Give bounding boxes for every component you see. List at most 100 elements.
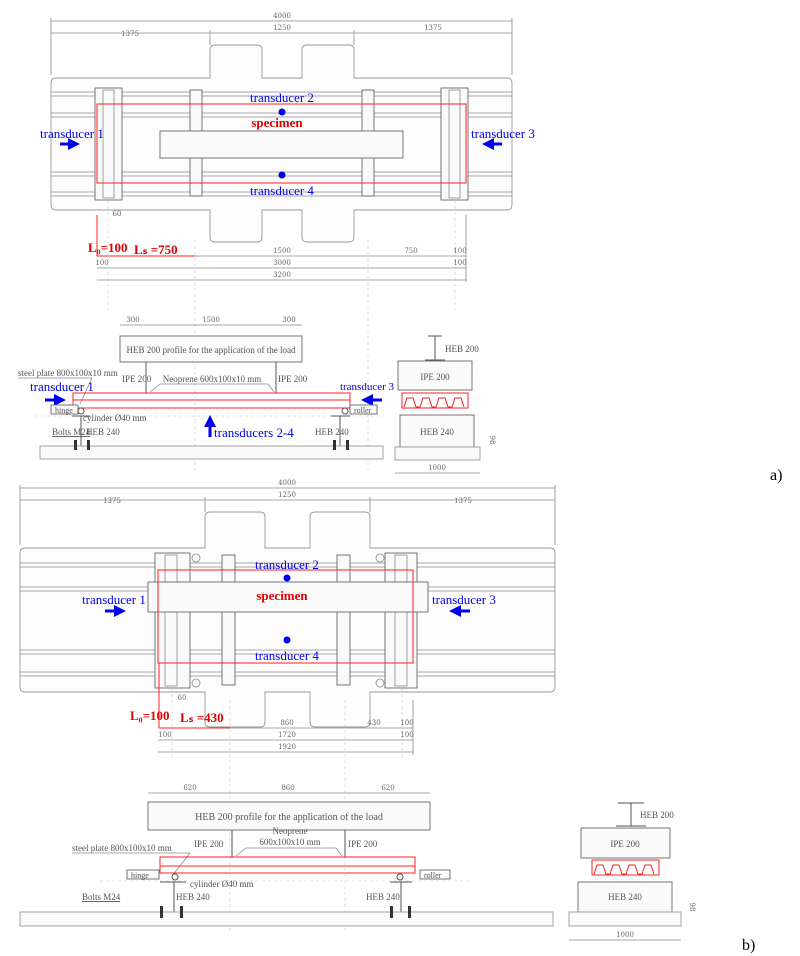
floor-section <box>394 446 481 461</box>
load-beam <box>147 801 431 831</box>
panel-b-plan-view: 4000 1375 1250 1375 transducer 2 specime… <box>19 479 556 930</box>
dim-100-right: 100 <box>453 259 466 267</box>
transducer-4-label: transducer 4 <box>250 183 314 198</box>
bolts-label: Bolts M24 <box>52 427 91 437</box>
ipe-200-label: IPE 200 <box>420 372 450 382</box>
roller-cylinder-icon <box>341 407 349 415</box>
roller-label: roller <box>354 406 372 415</box>
dim-100: 100 <box>400 719 413 727</box>
transducer-1-label: transducer 1 <box>30 379 94 394</box>
panel-a-plan-view: 4000 1375 1250 1375 transducer 2 specime… <box>40 12 535 470</box>
load-beam-plan <box>159 130 404 159</box>
panel-b-tag: b) <box>742 937 755 954</box>
transducer-2-label: transducer 2 <box>255 557 319 572</box>
dim-1375-left: 1375 <box>121 30 139 38</box>
ipe-200-box <box>397 360 473 391</box>
panel-b-elevation: 620 860 620 HEB 200 profile for the appl… <box>19 784 554 927</box>
bolts-label: Bolts M24 <box>82 892 121 902</box>
dim-1375-right: 1375 <box>424 24 442 32</box>
dim-1500: 1500 <box>273 247 291 255</box>
dim-1500: 1500 <box>202 316 220 324</box>
left-reaction-frame <box>94 87 123 201</box>
dim-98: 98 <box>488 436 496 445</box>
dim-98: 98 <box>688 903 696 912</box>
right-reaction-frame <box>440 87 469 201</box>
right-reaction-frame <box>384 552 418 689</box>
neoprene-label-line-1: Neoprene <box>273 826 308 836</box>
cylinder-icon <box>171 873 179 881</box>
ipe-200-left-label: IPE 200 <box>122 374 152 384</box>
neoprene-label-line-2: 600x100x10 mm <box>259 837 320 847</box>
transducer-4-dot <box>283 636 291 644</box>
dim-300-left: 300 <box>126 316 139 324</box>
l0-label: L₀=100 <box>130 708 169 723</box>
dim-1250: 1250 <box>273 24 291 32</box>
transducer-2-dot <box>283 574 291 582</box>
support-bar-right <box>336 554 351 686</box>
dim-100-right: 100 <box>400 731 413 739</box>
bottom-dimensions: L₀=100 Lₛ =750 1500 750 100 100 3000 100… <box>88 200 467 470</box>
strong-floor-outline <box>19 511 556 728</box>
dim-1250: 1250 <box>278 491 296 499</box>
cylinder-icon <box>77 407 85 415</box>
support-bar-left <box>221 554 236 686</box>
transducer-3-label: transducer 3 <box>471 126 535 141</box>
dim-1375-right: 1375 <box>454 497 472 505</box>
dim-620-left: 620 <box>183 784 196 792</box>
hinge-label: hinge <box>131 871 149 880</box>
floor-section <box>568 911 682 927</box>
dim-860: 860 <box>280 719 293 727</box>
panel-a-cross-section: HEB 200 IPE 200 HEB 240 1000 98 <box>394 335 496 474</box>
dim-1720: 1720 <box>278 731 296 739</box>
roller-box <box>349 404 378 415</box>
strong-floor-section <box>39 445 384 460</box>
dim-1000: 1000 <box>428 464 446 472</box>
top-dimensions: 4000 1375 1250 1375 <box>50 12 513 75</box>
dim-100: 100 <box>453 247 466 255</box>
heb-200-label: HEB 200 <box>640 810 674 820</box>
dim-3000: 3000 <box>273 259 291 267</box>
heb-200-label: HEB 200 <box>445 344 479 354</box>
heb-240-label: HEB 240 <box>608 892 642 902</box>
dim-4000: 4000 <box>278 479 296 487</box>
transducer-3-label: transducer 3 <box>340 381 395 393</box>
heb-240-left-label: HEB 240 <box>176 892 210 902</box>
specimen-elevation <box>159 856 416 874</box>
specimen-section <box>591 859 660 876</box>
transducer-1-label: transducer 1 <box>40 126 104 141</box>
ipe-200-left-label: IPE 200 <box>194 839 224 849</box>
panel-a-elevation: 300 1500 300 HEB 200 profile for the app… <box>18 316 395 460</box>
roller-cylinder-icon <box>396 873 404 881</box>
ls-label: Lₛ =750 <box>134 242 178 257</box>
dim-860: 860 <box>281 784 294 792</box>
transducer-3-label: transducer 3 <box>432 592 496 607</box>
dim-100-left: 100 <box>95 259 108 267</box>
transducer-4-label: transducer 4 <box>255 648 319 663</box>
dim-1375-left: 1375 <box>103 497 121 505</box>
ipe-200-box <box>580 827 671 859</box>
specimen-label: specimen <box>256 588 308 603</box>
plate-width-dim: 60 <box>113 210 122 218</box>
cylinder-label: cylinder Ø40 mm <box>190 879 254 889</box>
plate-width-dim: 60 <box>178 694 187 702</box>
hinge-box <box>126 869 160 880</box>
specimen-outline <box>96 103 467 184</box>
ipe-200-right-label: IPE 200 <box>348 839 378 849</box>
panel-b-cross-section: HEB 200 IPE 200 HEB 240 1000 98 <box>568 802 696 941</box>
transducer-4-dot <box>278 171 286 179</box>
dim-100-left: 100 <box>158 731 171 739</box>
dim-3200: 3200 <box>273 271 291 279</box>
transducer-2-dot <box>278 108 286 116</box>
heb-240-left-label: HEB 240 <box>86 427 120 437</box>
load-beam-plan <box>147 581 429 613</box>
l0-label: L₀=100 <box>88 240 127 255</box>
ipe-200-label: IPE 200 <box>610 839 640 849</box>
dim-300-right: 300 <box>282 316 295 324</box>
transducers-2-4-label: transducers 2-4 <box>214 425 294 440</box>
heb-240-right-label: HEB 240 <box>366 892 400 902</box>
panel-a-tag: a) <box>770 467 782 484</box>
transducer-2-label: transducer 2 <box>250 90 314 105</box>
bolts <box>74 440 349 450</box>
bolts <box>160 906 411 918</box>
